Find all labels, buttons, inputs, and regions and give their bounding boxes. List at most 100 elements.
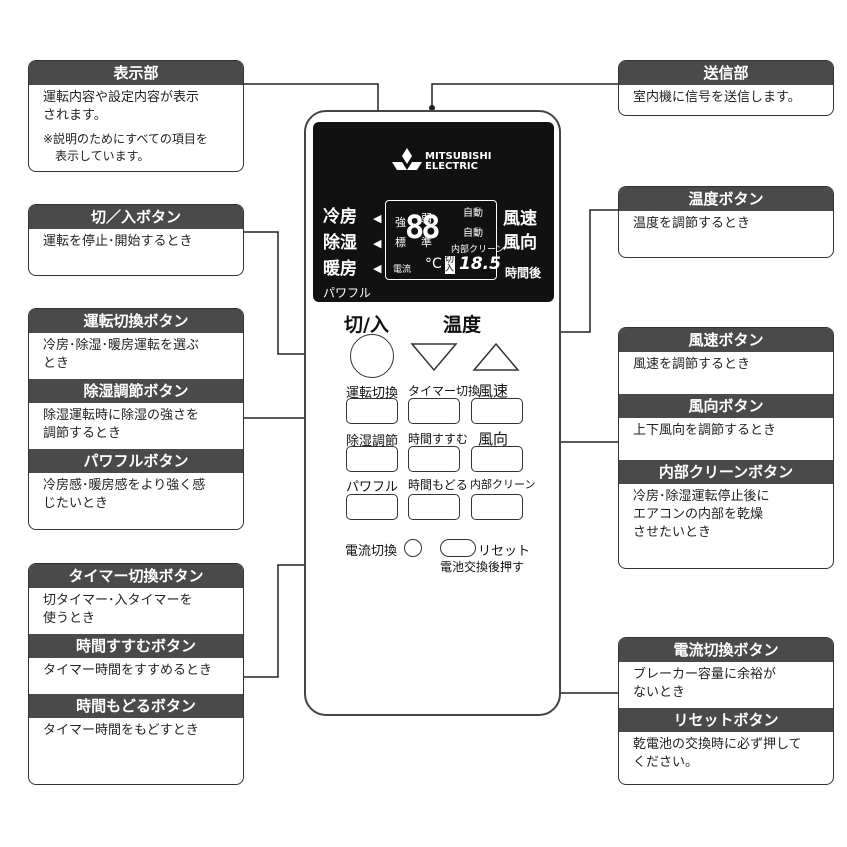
callout-reset-body-2: ください。 <box>633 755 699 770</box>
temp-up-button[interactable] <box>470 340 522 374</box>
mitsubishi-logo-icon <box>392 148 422 170</box>
lcd-mode-arrows: ◀◀◀ <box>373 212 382 275</box>
lcd-fan-dir: 風向 <box>503 233 537 253</box>
inner-clean-label: 内部クリーン <box>470 478 536 491</box>
callout-mode-group: 運転切換ボタン 冷房･除湿･暖房運転を選ぶ とき 除湿調節ボタン 除湿運転時に除… <box>28 308 244 530</box>
brand-name: MITSUBISHI ELECTRIC <box>425 151 492 172</box>
lcd-inner-clean: 内部クリーン <box>451 245 505 255</box>
callout-temp-body: 温度を調節するとき <box>633 216 751 231</box>
timer-switch-label: タイマー切換 <box>408 384 481 398</box>
lcd-celsius: °C <box>425 256 442 272</box>
callout-transmitter-body: 室内機に信号を送信します。 <box>633 90 801 105</box>
lcd-auto-dir: 自動 <box>463 228 483 239</box>
callout-current-body-1: ブレーカー容量に余裕が <box>633 667 777 682</box>
callout-timer-switch-title: タイマー切換ボタン <box>29 564 243 588</box>
callout-timer-switch-body-1: 切タイマー･入タイマーを <box>43 593 193 608</box>
callout-mode-title: 運転切換ボタン <box>29 309 243 333</box>
callout-fan-dir-title: 風向ボタン <box>619 394 833 418</box>
callout-mode-body-1: 冷房･除湿･暖房運転を選ぶ <box>43 338 200 353</box>
timer-switch-button[interactable] <box>408 398 460 424</box>
callout-powerful-body-1: 冷房感･暖房感をより強く感 <box>43 478 206 493</box>
callout-current-body-2: ないとき <box>633 685 686 700</box>
callout-powerful-title: パワフルボタン <box>29 449 243 473</box>
lcd-hours-after: 時間後 <box>505 266 542 280</box>
callout-time-back-body: タイマー時間をもどすとき <box>43 723 199 738</box>
callout-time-back-title: 時間もどるボタン <box>29 694 243 718</box>
callout-inner-clean-body-3: させたいとき <box>633 525 712 540</box>
callout-mode-body-2: とき <box>43 356 70 371</box>
callout-transmitter: 送信部 室内機に信号を送信します。 <box>618 60 834 116</box>
lcd-mode-dry: 除湿 <box>323 233 357 253</box>
lcd-inner-frame <box>385 200 497 280</box>
time-back-label: 時間もどる <box>408 478 468 492</box>
current-label: 電流切換 <box>345 544 398 559</box>
callout-display-note-2: 表示しています。 <box>43 149 150 163</box>
lcd-weak: 弱 <box>421 212 432 225</box>
dehumid-button[interactable] <box>346 446 398 472</box>
callout-inner-clean-body-1: 冷房･除湿運転停止後に <box>633 489 770 504</box>
lcd-medium: 準 <box>421 236 432 249</box>
lcd-mode-heat: 暖房 <box>323 259 357 279</box>
callout-fan-group: 風速ボタン 風速を調節するとき 風向ボタン 上下風向を調節するとき 内部クリーン… <box>618 327 834 569</box>
battery-label: 電池交換後押す <box>440 560 525 574</box>
lcd-temp-digits: 88 <box>405 208 440 246</box>
callout-dehumid-title: 除湿調節ボタン <box>29 379 243 403</box>
powerful-button[interactable] <box>346 494 398 520</box>
callout-fan-speed-body: 風速を調節するとき <box>633 357 751 372</box>
callout-current-title: 電流切換ボタン <box>619 638 833 662</box>
mode-label: 運転切換 <box>346 386 399 401</box>
callout-fan-speed-title: 風速ボタン <box>619 328 833 352</box>
callout-current-group: 電流切換ボタン ブレーカー容量に余裕が ないとき リセットボタン 乾電池の交換時… <box>618 637 834 785</box>
callout-timer-switch-body-2: 使うとき <box>43 611 96 626</box>
lcd-display: MITSUBISHI ELECTRIC 冷房 除湿 暖房 パワフル ◀◀◀ 強 … <box>313 122 554 302</box>
fan-speed-button[interactable] <box>471 398 523 424</box>
temp-down-button[interactable] <box>408 340 460 374</box>
callout-inner-clean-title: 内部クリーンボタン <box>619 460 833 484</box>
current-button[interactable] <box>404 539 422 557</box>
callout-display-note-1: ※説明のためにすべての項目を <box>43 132 208 146</box>
temp-label: 温度 <box>443 314 482 336</box>
callout-timer-group: タイマー切換ボタン 切タイマー･入タイマーを 使うとき 時間すすむボタン タイマ… <box>28 563 244 785</box>
lcd-current: 電流 <box>393 265 412 275</box>
reset-button[interactable] <box>440 539 476 557</box>
time-fwd-button[interactable] <box>408 446 460 472</box>
lcd-off-on: 切入 <box>445 255 455 274</box>
fan-speed-label: 風速 <box>478 382 509 400</box>
lcd-auto-speed: 自動 <box>463 208 483 219</box>
callout-reset-body-1: 乾電池の交換時に必ず押して <box>633 737 802 752</box>
callout-time-fwd-title: 時間すすむボタン <box>29 634 243 658</box>
fan-dir-button[interactable] <box>471 446 523 472</box>
powerful-label: パワフル <box>346 480 399 495</box>
callout-power-title: 切／入ボタン <box>29 205 243 229</box>
callout-temp: 温度ボタン 温度を調節するとき <box>618 186 834 258</box>
lcd-mode-cool: 冷房 <box>323 207 357 227</box>
lcd-standard: 標 <box>395 236 406 249</box>
callout-display: 表示部 運転内容や設定内容が表示 されます。 ※説明のためにすべての項目を 表示… <box>28 60 244 172</box>
callout-powerful-body-2: じたいとき <box>43 496 109 511</box>
callout-display-body-2: されます。 <box>43 108 107 123</box>
callout-power-body: 運転を停止･開始するとき <box>43 234 193 249</box>
time-fwd-label: 時間すすむ <box>408 432 469 446</box>
callout-reset-title: リセットボタン <box>619 708 833 732</box>
callout-temp-title: 温度ボタン <box>619 187 833 211</box>
mode-button[interactable] <box>346 398 398 424</box>
dehumid-label: 除湿調節 <box>346 434 399 449</box>
inner-clean-button[interactable] <box>471 494 523 520</box>
callout-dehumid-body-2: 調節するとき <box>43 426 122 441</box>
lcd-powerful: パワフル <box>323 286 372 300</box>
reset-label: リセット <box>478 544 531 559</box>
callout-time-fwd-body: タイマー時間をすすめるとき <box>43 663 213 678</box>
callout-display-title: 表示部 <box>29 61 243 85</box>
callout-display-body-1: 運転内容や設定内容が表示 <box>43 90 200 105</box>
lcd-timer-digits: 18.5 <box>459 254 501 274</box>
time-back-button[interactable] <box>408 494 460 520</box>
callout-dehumid-body-1: 除湿運転時に除湿の強さを <box>43 408 200 423</box>
transmitter-leader <box>431 83 618 108</box>
lcd-fan-speed: 風速 <box>503 209 537 229</box>
callout-fan-dir-body: 上下風向を調節するとき <box>633 423 777 438</box>
fan-dir-label: 風向 <box>478 430 509 448</box>
lcd-strong: 強 <box>395 216 406 229</box>
callout-transmitter-title: 送信部 <box>619 61 833 85</box>
callout-inner-clean-body-2: エアコンの内部を乾燥 <box>633 507 764 522</box>
power-button[interactable] <box>350 334 394 378</box>
